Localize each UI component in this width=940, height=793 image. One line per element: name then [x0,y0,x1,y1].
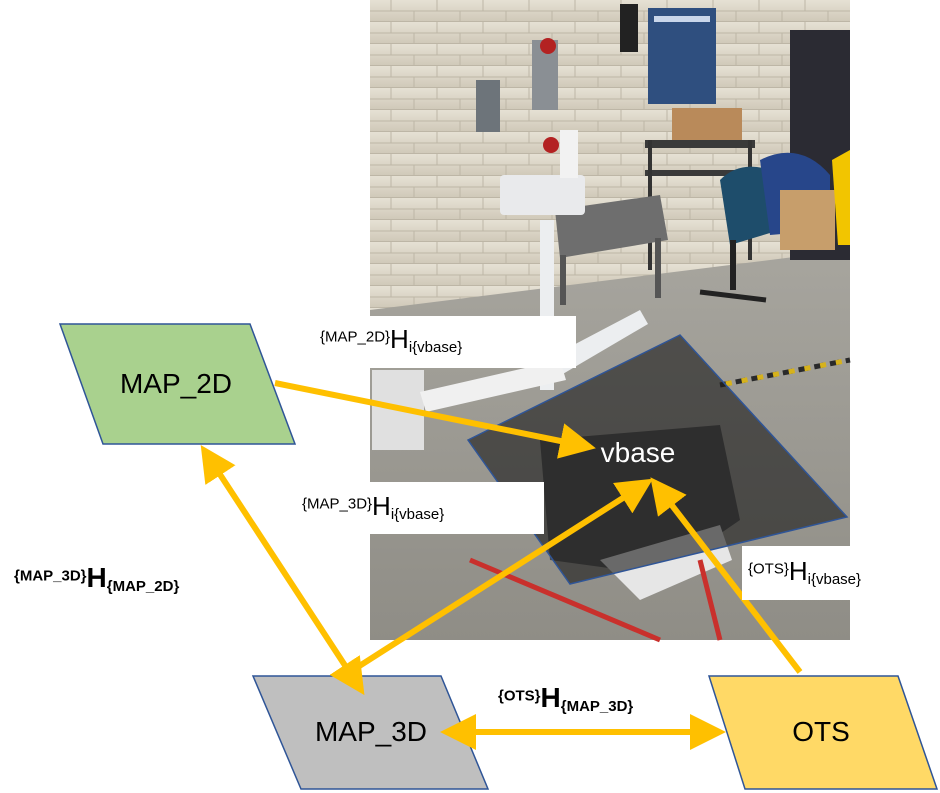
map3d-node [251,675,490,790]
ots-node [707,675,939,790]
label-box-map2d-vbase [318,316,576,368]
map2d-label: MAP_2D [120,368,232,399]
arrow-ots-to-vbase [650,477,803,674]
vbase-frame [466,334,849,585]
transform-map3d-map2d: {MAP_3D}H{MAP_2D} [14,562,180,596]
transform-map3d-map2d-main: H [86,562,107,593]
arrows [200,380,803,750]
arrow-map3d-to-vbase [348,478,654,675]
transform-map2d-vbase-pre: {MAP_2D} [320,328,391,346]
transform-ots-vbase-sub: i{vbase} [807,571,862,589]
transform-map2d-vbase-sub: i{vbase} [408,339,463,357]
transform-map3d-vbase-sub: i{vbase} [390,506,445,524]
transform-map2d-vbase: {MAP_2D}Hi{vbase} [320,326,462,355]
transform-map3d-vbase: {MAP_3D}Hi{vbase} [302,493,444,522]
label-box-map3d-vbase [296,482,544,534]
transform-ots-vbase: {OTS}Hi{vbase} [748,558,861,587]
transform-ots-map3d: {OTS}H{MAP_3D} [498,682,634,716]
label-box-ots-vbase [742,546,902,600]
transform-ots-map3d-pre: {OTS} [498,687,541,705]
arrow-map2d-to-vbase [274,380,596,459]
transform-map3d-map2d-pre: {MAP_3D} [14,567,87,585]
transform-ots-vbase-pre: {OTS} [748,560,789,578]
arrow-map3d-map2d [200,444,365,696]
transform-map3d-map2d-sub: {MAP_2D} [106,578,180,596]
transform-map3d-vbase-main: H [372,491,391,521]
vbase-label: vbase [601,437,676,468]
transform-ots-map3d-sub: {MAP_3D} [560,698,634,716]
transform-map3d-vbase-pre: {MAP_3D} [302,495,373,513]
transform-ots-map3d-main: H [540,682,561,713]
transform-map2d-vbase-main: H [390,324,409,354]
map2d-node [58,323,297,445]
transform-ots-vbase-main: H [788,556,808,586]
map3d-label: MAP_3D [315,716,427,747]
ots-label: OTS [792,716,850,747]
